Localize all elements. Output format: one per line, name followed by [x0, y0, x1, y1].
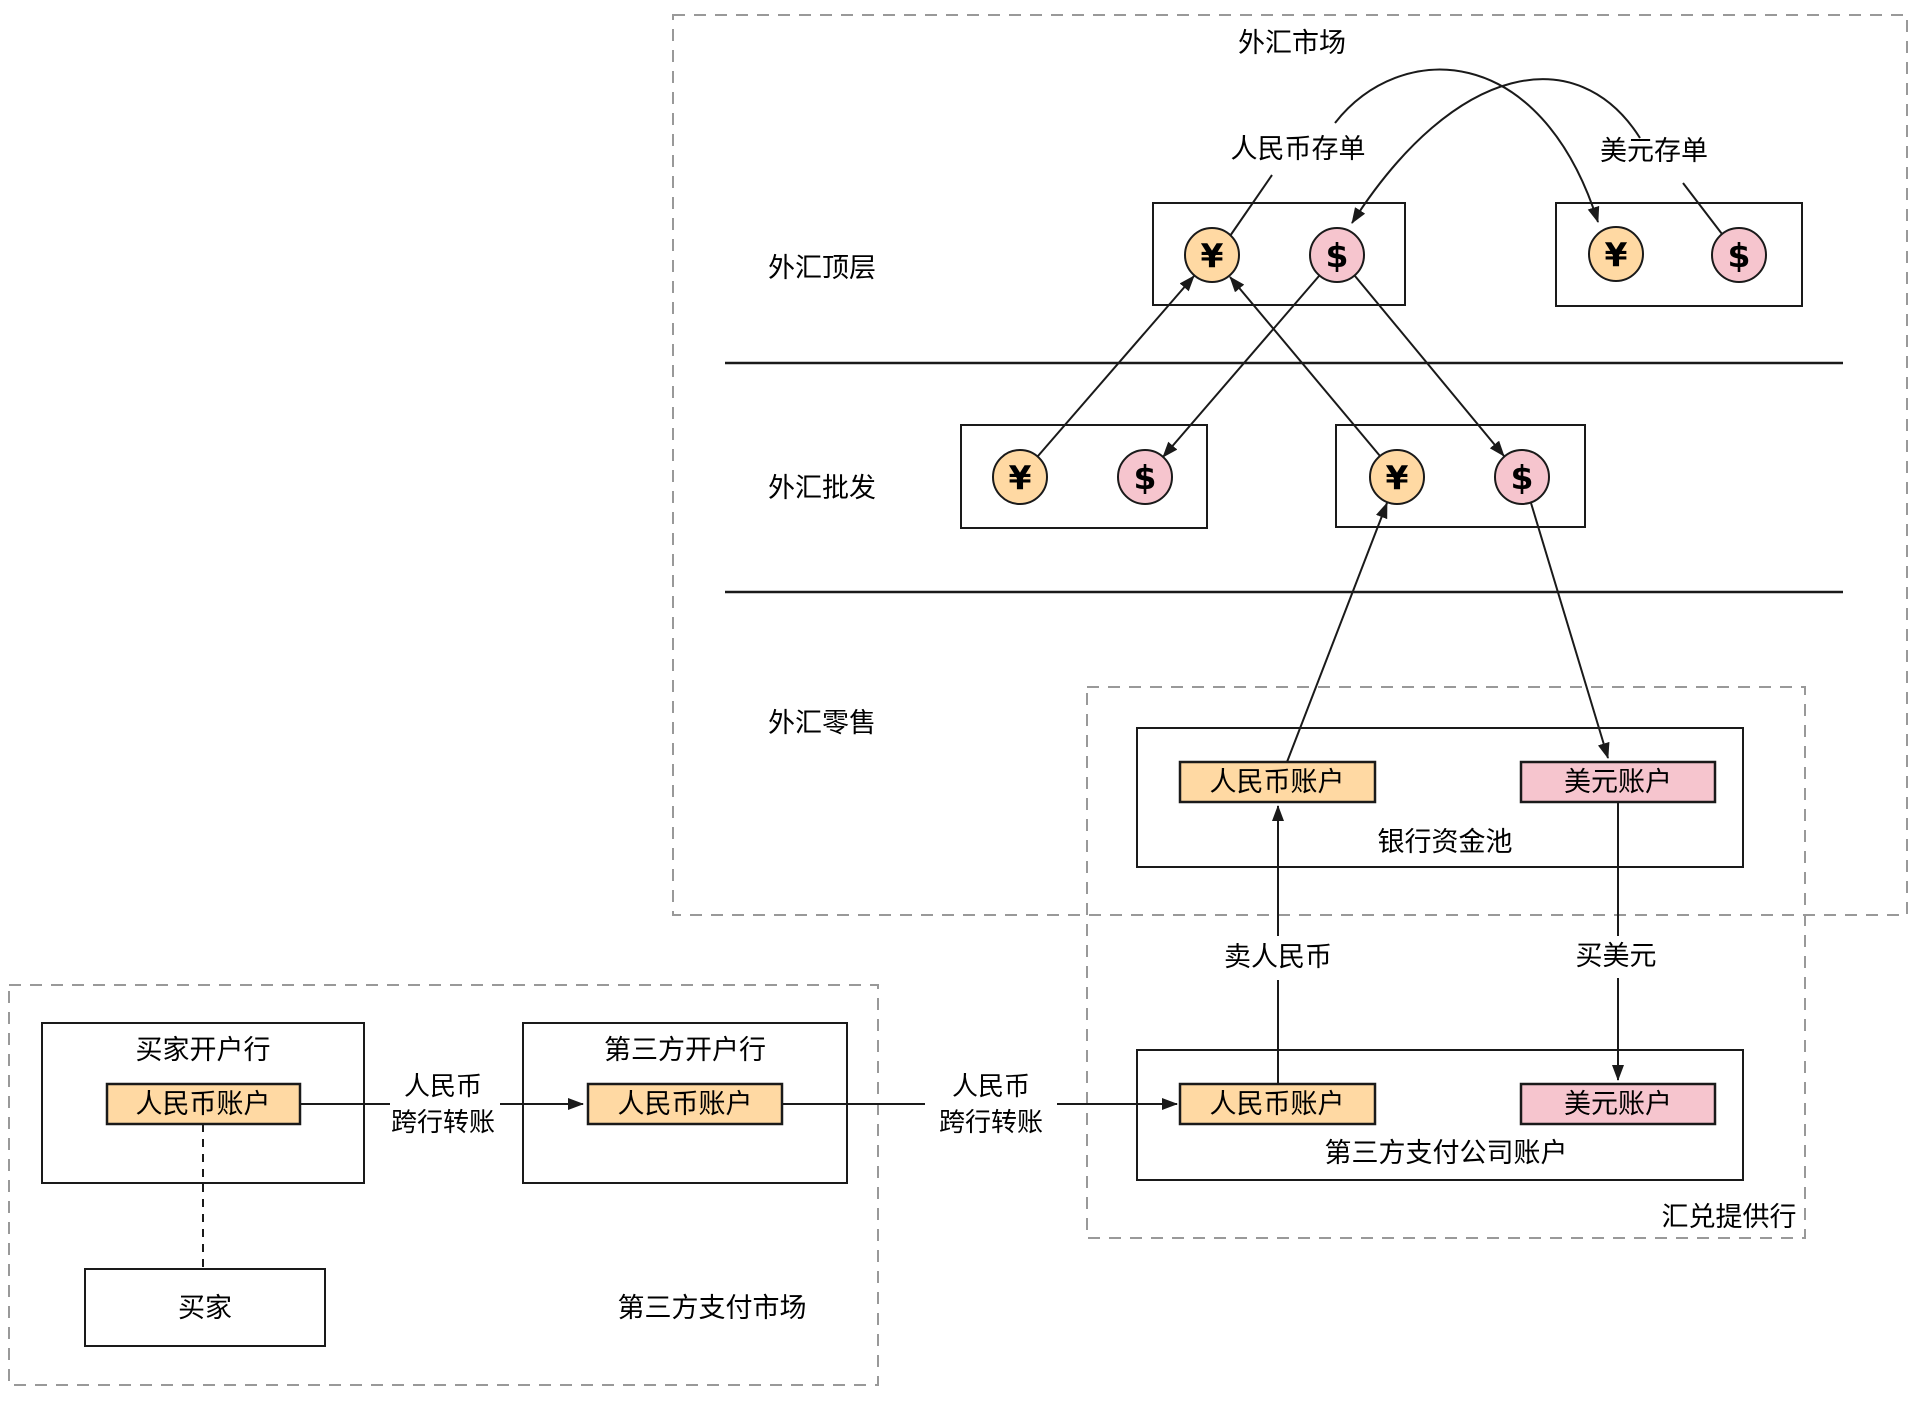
payment-market-title: 第三方支付市场 — [618, 1293, 807, 1324]
tier-wholesale-label: 外汇批发 — [768, 473, 876, 504]
usd-cert-label: 美元存单 — [1600, 136, 1708, 167]
transfer1-label-line2: 跨行转账 — [391, 1108, 495, 1138]
exchange-provider-region — [1086, 686, 1806, 1239]
pool-rmb-account-rect — [1178, 760, 1377, 804]
coin-top-left-rmb — [1184, 227, 1240, 283]
coin-glyph-rmb: ¥ — [1605, 235, 1628, 274]
coin-glyph-rmb: ¥ — [1201, 236, 1224, 275]
company-usd-account-label: 美元账户 — [1564, 1089, 1672, 1120]
coin-glyph-usd: $ — [1326, 236, 1349, 275]
coin-top-left-usd — [1309, 227, 1365, 283]
buyer-bank-title: 买家开户行 — [136, 1035, 271, 1066]
coin-glyph-usd: $ — [1728, 236, 1751, 275]
tier-retail-label: 外汇零售 — [768, 708, 876, 739]
coin-top-right-usd — [1711, 227, 1767, 283]
arrow-wholesale-left-rmb-up — [1037, 275, 1195, 457]
company-rmb-account-label: 人民币账户 — [1210, 1089, 1345, 1120]
fx-market-region — [672, 14, 1908, 916]
transfer2-label-line1: 人民币 — [952, 1072, 1030, 1102]
transfer1-label-line1: 人民币 — [404, 1072, 482, 1102]
company-account-title: 第三方支付公司账户 — [1325, 1138, 1568, 1169]
coin-glyph-usd: $ — [1511, 458, 1534, 497]
coin-wholesale-right-rmb — [1369, 449, 1425, 505]
company-usd-account-rect — [1519, 1082, 1717, 1126]
buyer-label: 买家 — [178, 1293, 232, 1324]
buy-usd-label: 买美元 — [1576, 941, 1657, 972]
arrow-top-usd-down-left — [1162, 275, 1320, 458]
coin-glyph-usd: $ — [1134, 458, 1157, 497]
buyer-box — [84, 1268, 326, 1347]
third-party-bank-title: 第三方开户行 — [604, 1035, 766, 1066]
usd-cert-leader-line — [1682, 182, 1723, 235]
pool-rmb-account-label: 人民币账户 — [1210, 767, 1345, 798]
arc-rmb-cert-to-right-market — [1334, 68, 1600, 223]
tier-top-label: 外汇顶层 — [768, 253, 876, 284]
arrow-top-usd-down-right — [1354, 275, 1505, 457]
third-party-payment-region — [8, 984, 879, 1386]
third-party-bank-rmb-label: 人民币账户 — [618, 1089, 753, 1120]
buyer-bank-rmb-account-rect — [105, 1082, 302, 1126]
pool-usd-account-rect — [1519, 760, 1717, 804]
rmb-cert-label: 人民币存单 — [1231, 134, 1366, 165]
fx-market-title: 外汇市场 — [1238, 28, 1346, 59]
company-rmb-account-rect — [1178, 1082, 1377, 1126]
coin-wholesale-right-usd — [1494, 449, 1550, 505]
arrow-pool-rmb-to-wholesale — [1286, 502, 1388, 763]
arc-usd-cert-to-left-market — [1351, 78, 1641, 224]
coin-top-right-rmb — [1588, 226, 1644, 282]
buyer-bank-rmb-label: 人民币账户 — [136, 1089, 271, 1120]
arrow-wholesale-usd-to-pool — [1530, 502, 1610, 759]
coin-glyph-rmb: ¥ — [1009, 458, 1032, 497]
coin-glyph-rmb: ¥ — [1386, 458, 1409, 497]
rmb-cert-leader-line — [1229, 174, 1273, 237]
transfer2-label-line2: 跨行转账 — [939, 1108, 1043, 1138]
pool-usd-account-label: 美元账户 — [1564, 767, 1672, 798]
coin-wholesale-left-usd — [1117, 449, 1173, 505]
third-party-bank-rmb-account-rect — [586, 1082, 784, 1126]
bank-pool-title: 银行资金池 — [1378, 827, 1513, 858]
sell-rmb-label: 卖人民币 — [1224, 942, 1332, 973]
provider-region-title: 汇兑提供行 — [1662, 1202, 1797, 1233]
coin-wholesale-left-rmb — [992, 449, 1048, 505]
arrow-wholesale-right-rmb-up — [1229, 276, 1381, 457]
